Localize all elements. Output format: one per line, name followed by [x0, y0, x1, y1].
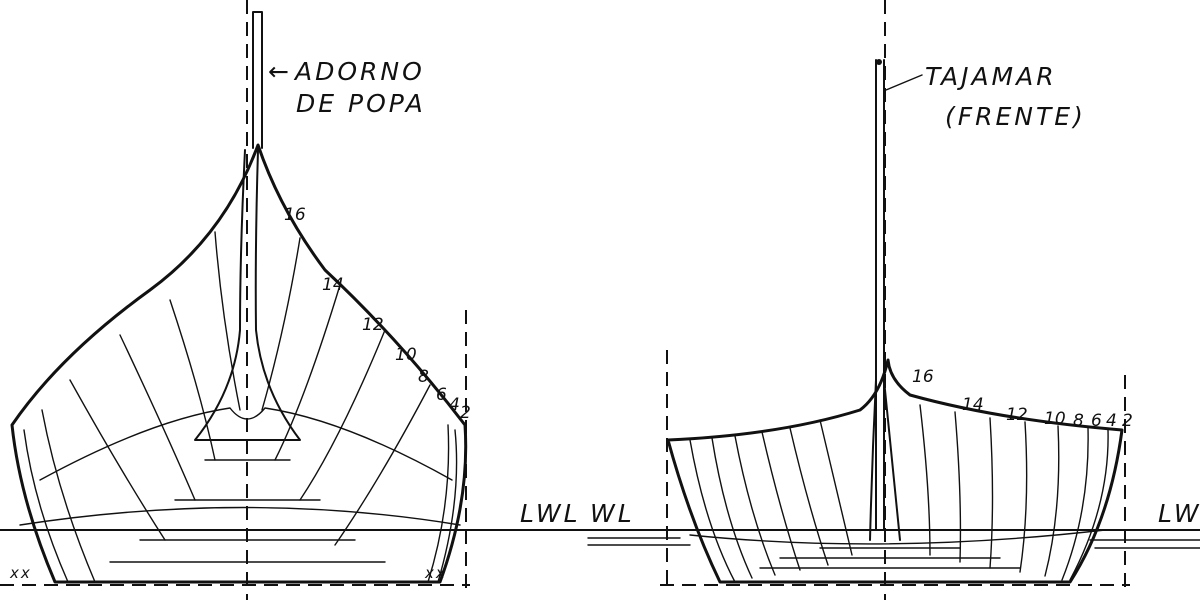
bow-frame-line: [689, 439, 736, 583]
stern-ornament-label-2: DE POPA: [296, 89, 426, 118]
bow-view: TAJAMAR (FRENTE) 16 14 12 10 8 6 4 2: [660, 0, 1133, 600]
bow-frame-line: [1044, 425, 1060, 577]
stern-side-marks-left: xx: [9, 564, 32, 582]
stern-frame-line: [23, 429, 69, 583]
stern-frame-line: [119, 334, 196, 501]
waterline-label-right: LW: [1158, 499, 1200, 528]
stern-side-marks-right: xx: [424, 564, 447, 582]
stern-frame-line: [69, 379, 166, 541]
stern-station-number: 14: [322, 275, 344, 295]
bow-frame-line: [919, 404, 931, 556]
bow-stem-flare: [869, 379, 901, 541]
stern-waterline-curve: [39, 407, 453, 481]
bow-waterline-curve: [689, 529, 1106, 545]
bow-frame-line: [954, 411, 962, 563]
stern-frame-line: [299, 329, 386, 501]
bow-hull-outline: [666, 358, 1124, 584]
stern-frame-line: [261, 237, 301, 411]
bow-frame-line: [989, 417, 994, 569]
stern-frame-line: [41, 409, 96, 583]
stern-frame-line: [334, 384, 431, 546]
stern-station-number: 12: [362, 315, 384, 335]
stern-keel: [194, 149, 301, 441]
bow-station-number: 8: [1073, 411, 1084, 431]
bow-frame-line: [789, 427, 829, 566]
stern-frame-line: [274, 284, 341, 461]
stern-station-number: 16: [284, 205, 306, 225]
stern-station-number: 8: [418, 367, 429, 387]
waterline-label-wl: WL: [590, 499, 635, 528]
bow-frame-line: [761, 431, 801, 571]
bow-station-number: 2: [1122, 411, 1133, 431]
stern-ornament-arrow: ←: [268, 57, 292, 86]
bow-station-number: 16: [912, 367, 934, 387]
bow-frame-line: [819, 419, 853, 556]
bow-station-number: 12: [1006, 405, 1028, 425]
stern-frame-line: [437, 429, 458, 583]
stern-station-number: 4: [449, 395, 460, 415]
bow-station-number: 6: [1091, 411, 1102, 431]
bow-stem-label-1: TAJAMAR: [925, 62, 1057, 91]
bow-stem-leader: [885, 74, 923, 91]
stern-frame-line: [169, 299, 216, 461]
stern-frame-line: [427, 424, 450, 583]
bow-stem-label-2: (FRENTE): [945, 102, 1086, 131]
waterline-group: LWL WL LW: [0, 499, 1200, 549]
stern-ornament-post: [252, 11, 263, 149]
bow-stem-post: [875, 59, 885, 531]
stern-station-number: 10: [395, 345, 417, 365]
stern-waterline-curve: [19, 506, 461, 526]
bow-station-number: 14: [962, 395, 984, 415]
stern-station-number: 2: [460, 403, 471, 423]
bow-frame-line: [734, 435, 776, 576]
stern-frame-line: [214, 231, 241, 411]
bow-frame-line: [1069, 429, 1109, 581]
bow-station-number: 10: [1044, 409, 1066, 429]
stern-view: ← ADORNO DE POPA 16 14 12 10 8 6 4 2 xx …: [0, 0, 471, 600]
bow-stem-tip: [876, 59, 882, 65]
stern-station-number: 6: [436, 385, 447, 405]
stern-sheer-line: [10, 143, 468, 584]
bow-frame-line: [1019, 421, 1028, 573]
bow-station-number: 4: [1106, 411, 1117, 431]
stern-ornament-label-1: ADORNO: [293, 57, 425, 86]
bow-frame-line: [711, 437, 753, 579]
waterline-label-lwl: LWL: [520, 499, 581, 528]
bow-frame-line: [1061, 427, 1089, 581]
